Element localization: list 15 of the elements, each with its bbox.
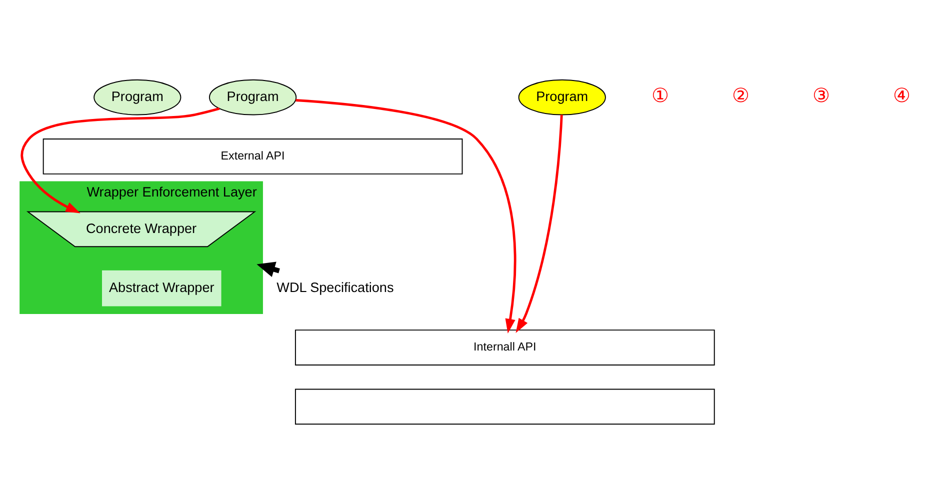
arrow	[20, 106, 220, 213]
label: ②	[732, 84, 750, 107]
node-box	[294, 388, 715, 424]
node-text: WDL Specifications	[276, 279, 394, 294]
arrow	[516, 114, 563, 332]
label: ④	[893, 84, 910, 107]
label: ③	[812, 84, 830, 107]
node-ellipse: Program	[518, 78, 606, 115]
label: ①	[652, 84, 669, 107]
arrow	[296, 98, 516, 333]
node-ellipse: Program	[94, 78, 182, 115]
node-box: Internall API	[294, 329, 715, 365]
node-box: Abstract Wrapper	[102, 270, 222, 306]
node-box: External API	[42, 138, 463, 174]
node-ellipse: Program	[208, 78, 297, 115]
